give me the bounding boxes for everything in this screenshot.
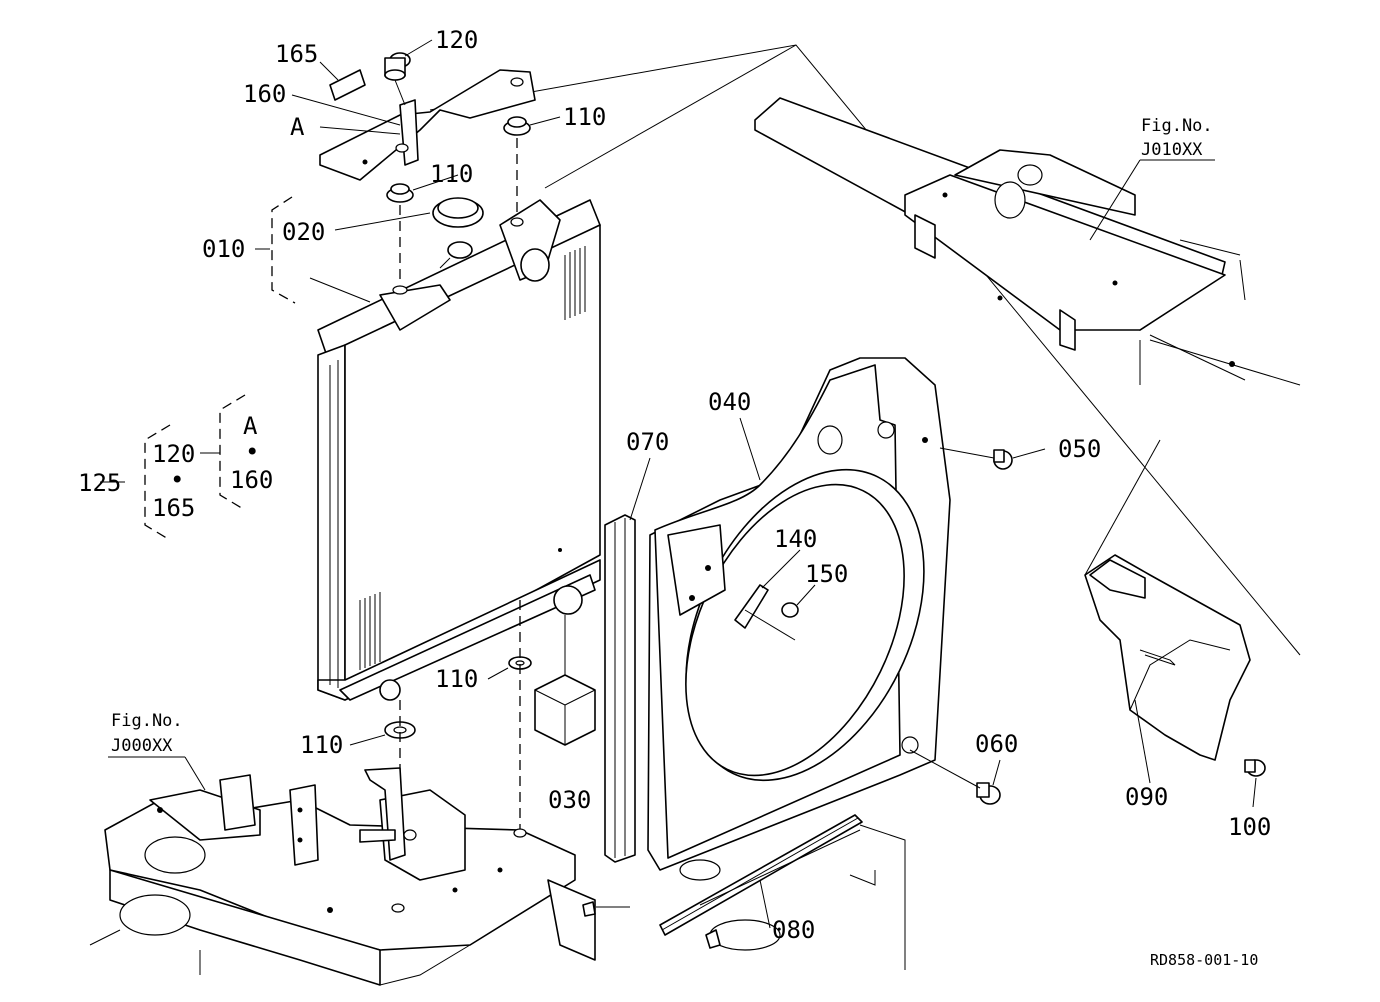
label-040: 040 bbox=[708, 388, 751, 416]
fan-shroud bbox=[647, 357, 951, 881]
label-A: A bbox=[290, 113, 305, 141]
lower-right-frame bbox=[699, 824, 906, 970]
rubber-mount-top-right bbox=[503, 116, 531, 215]
label-020: 020 bbox=[282, 218, 325, 246]
upper-frame-assembly bbox=[754, 97, 1246, 385]
radiator bbox=[317, 199, 601, 701]
label-080: 080 bbox=[772, 916, 815, 944]
label-120: 120 bbox=[435, 26, 478, 54]
label-110-bottom-left: 110 bbox=[300, 731, 343, 759]
label-110-top-left: 110 bbox=[430, 160, 473, 188]
bolt-120 bbox=[384, 52, 411, 81]
label-090: 090 bbox=[1125, 783, 1168, 811]
kit-bullet-1: • bbox=[170, 466, 184, 494]
kit-bullet-2: • bbox=[245, 438, 259, 466]
frame-lines bbox=[429, 44, 1301, 656]
leader-lines bbox=[108, 39, 1257, 929]
radiator-fins-bottom bbox=[359, 592, 381, 670]
sponge-block bbox=[534, 615, 596, 746]
kit-label-165: 165 bbox=[152, 494, 195, 522]
bolt-100 bbox=[1244, 759, 1266, 777]
bolt-050 bbox=[939, 447, 1013, 470]
label-070: 070 bbox=[626, 428, 669, 456]
kit-label-125: 125 bbox=[78, 469, 121, 497]
rubber-mount-bottom-right bbox=[508, 600, 532, 830]
label-010: 010 bbox=[202, 235, 245, 263]
drawing-reference-code: RD858-001-10 bbox=[1150, 951, 1258, 969]
kit-label-160: 160 bbox=[230, 466, 273, 494]
label-150: 150 bbox=[805, 560, 848, 588]
label-100: 100 bbox=[1228, 813, 1271, 841]
label-110-top-right: 110 bbox=[563, 103, 606, 131]
lower-frame-assembly bbox=[89, 767, 630, 986]
figure-references: Fig.No. J010XX Fig.No. J000XX bbox=[111, 116, 1213, 756]
fig-ref-j000-line2: J000XX bbox=[111, 736, 173, 756]
label-050: 050 bbox=[1058, 435, 1101, 463]
label-140: 140 bbox=[774, 525, 817, 553]
fig-ref-j010-line1: Fig.No. bbox=[1141, 116, 1213, 136]
kit-bracket-lines bbox=[100, 394, 246, 541]
callout-labels: 165 120 160 A 110 110 020 010 040 070 05… bbox=[202, 26, 1271, 944]
plate-165 bbox=[329, 69, 366, 101]
fig-ref-j010-line2: J010XX bbox=[1141, 140, 1203, 160]
shroud-bracket-140 bbox=[734, 584, 799, 641]
label-110-bottom-right: 110 bbox=[435, 665, 478, 693]
label-060: 060 bbox=[975, 730, 1018, 758]
kit-labels: 125 120 • 165 A • 160 bbox=[78, 412, 273, 522]
radiator-cap bbox=[432, 197, 484, 269]
rubber-mount-top-left bbox=[386, 183, 414, 285]
bolt-060 bbox=[909, 749, 1001, 805]
seal-strip-horizontal bbox=[659, 814, 863, 936]
air-baffle-090 bbox=[1084, 439, 1251, 761]
kit-label-120: 120 bbox=[152, 440, 195, 468]
fig-ref-j000-line1: Fig.No. bbox=[111, 711, 183, 731]
seal-strip-vertical bbox=[604, 514, 636, 863]
radiator-fins-top bbox=[564, 246, 586, 320]
label-160: 160 bbox=[243, 80, 286, 108]
label-030: 030 bbox=[548, 786, 591, 814]
label-165: 165 bbox=[275, 40, 318, 68]
radiator-stay-bracket bbox=[319, 52, 536, 181]
kit-label-A: A bbox=[243, 412, 258, 440]
